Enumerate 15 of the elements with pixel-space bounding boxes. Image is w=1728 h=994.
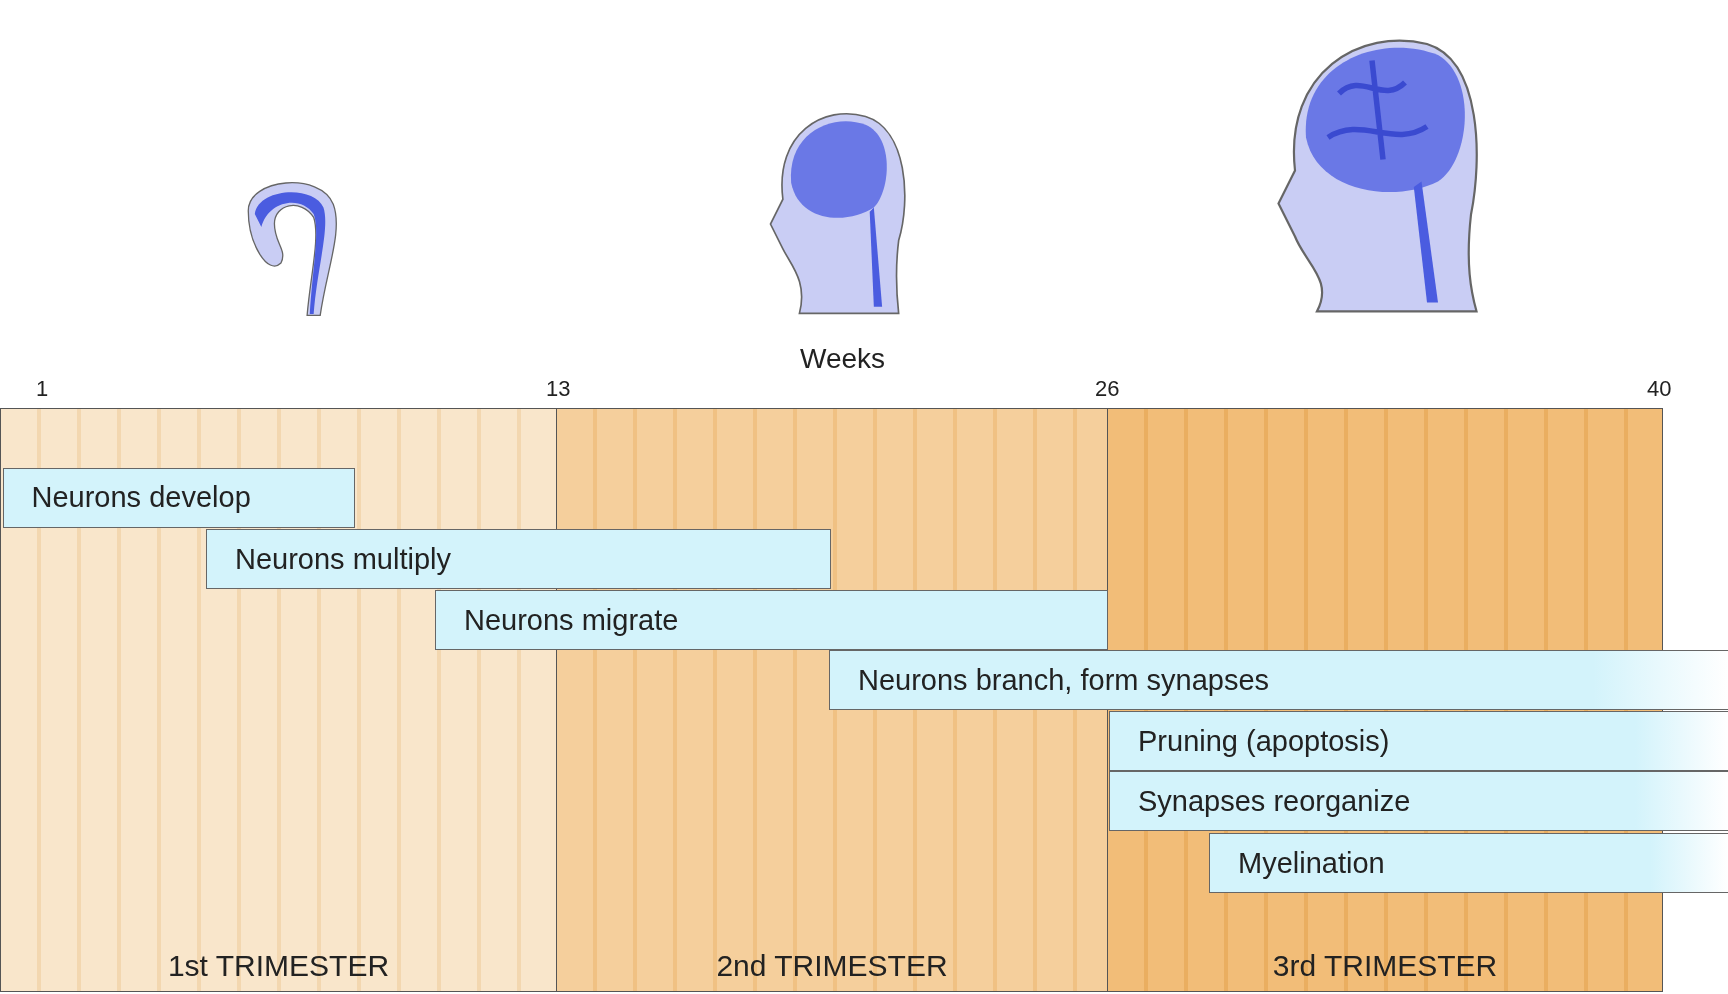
- axis-title: Weeks: [800, 343, 886, 375]
- tick-label: 13: [546, 376, 571, 402]
- timeline-bar: Neurons develop: [2, 467, 355, 528]
- tick-label: 40: [1647, 376, 1672, 402]
- timeline-bar: Neurons multiply: [206, 529, 831, 589]
- timeline-bar: Neurons migrate: [435, 590, 1108, 650]
- trimester-label: 2nd TRIMESTER: [715, 949, 949, 983]
- timeline-bar: Pruning (apoptosis): [1109, 711, 1728, 771]
- timeline-bar: Myelination: [1209, 833, 1728, 893]
- timeline-bar: Synapses reorganize: [1109, 771, 1728, 831]
- trimester-label: 3rd TRIMESTER: [1271, 949, 1499, 983]
- timeline-bar: Neurons branch, form synapses: [829, 650, 1728, 710]
- tick-label: 26: [1095, 376, 1120, 402]
- tick-label: 1: [36, 376, 49, 402]
- trimester-label: 1st TRIMESTER: [166, 949, 391, 983]
